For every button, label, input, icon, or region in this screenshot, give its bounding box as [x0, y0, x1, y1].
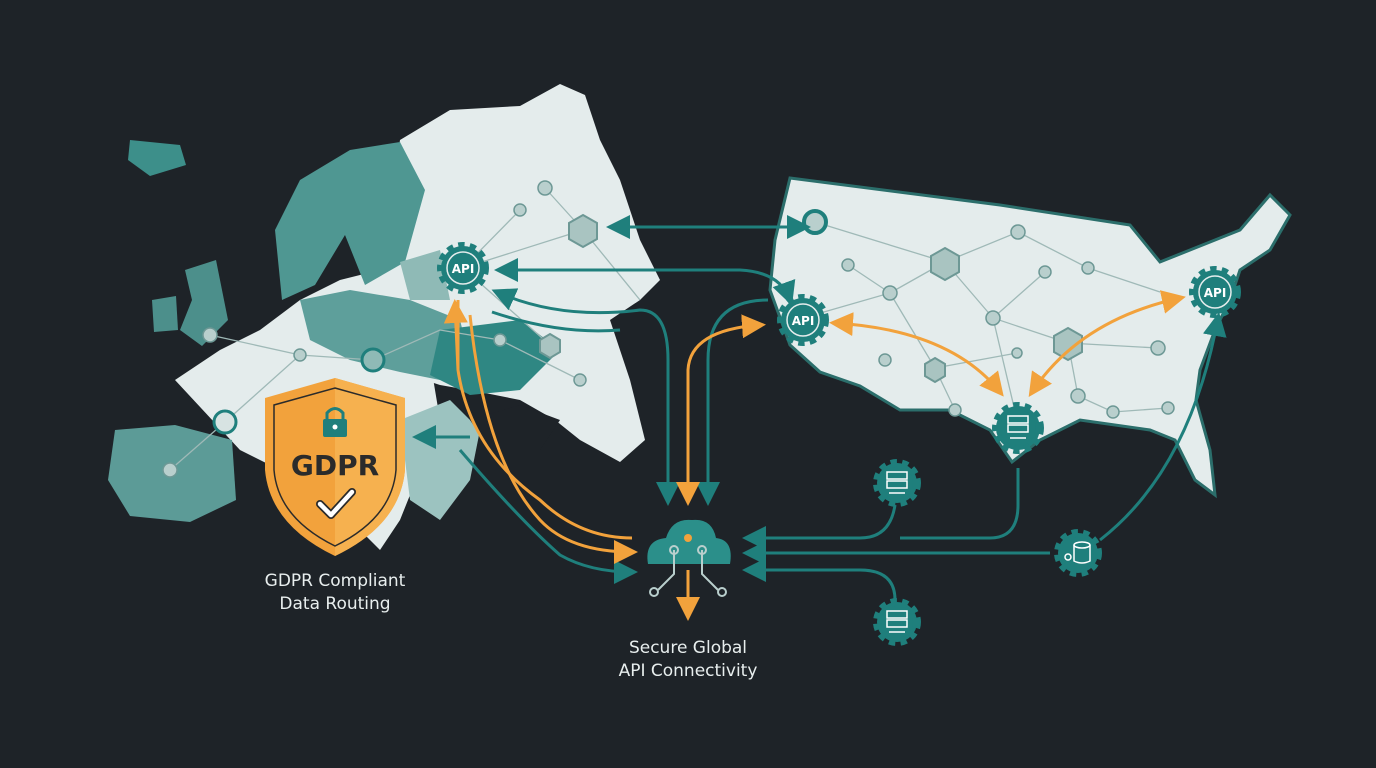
target-node-seattle	[802, 209, 828, 235]
shield-title: GDPR	[291, 449, 379, 482]
central-europe-region	[300, 290, 470, 380]
gdpr-caption-line1: GDPR Compliant	[264, 571, 406, 591]
cloud-caption: Secure Global API Connectivity	[588, 637, 788, 683]
gdpr-caption: GDPR Compliant Data Routing	[235, 570, 435, 616]
database-gear-icon[interactable]	[1054, 529, 1102, 577]
target-node-france	[212, 409, 238, 435]
api-gear-label: API	[1204, 286, 1227, 300]
api-gear-west-us[interactable]: API	[777, 294, 829, 346]
orange-flow-arrows	[443, 290, 1186, 621]
server-gear-icon[interactable]	[992, 402, 1044, 454]
server-gear-icon[interactable]	[873, 459, 921, 507]
target-node-europe	[360, 347, 386, 373]
api-gear-east-us[interactable]: API	[1189, 266, 1241, 318]
baltic-region	[400, 250, 450, 300]
great-britain	[180, 260, 228, 346]
gdpr-caption-line2: Data Routing	[279, 594, 391, 614]
cloud-caption-line1: Secure Global	[628, 638, 748, 658]
lock-icon	[323, 407, 347, 437]
cloud-network-icon[interactable]	[647, 519, 731, 597]
api-gear-label: API	[452, 262, 475, 276]
api-gear-europe[interactable]: API	[437, 242, 489, 294]
server-gear-icon[interactable]	[873, 598, 921, 646]
ireland	[152, 296, 178, 332]
cloud-caption-line2: API Connectivity	[618, 661, 758, 681]
scandinavia	[275, 142, 425, 300]
api-gear-label: API	[792, 314, 815, 328]
iceland	[128, 140, 186, 176]
gdpr-shield: GDPR	[265, 378, 405, 556]
